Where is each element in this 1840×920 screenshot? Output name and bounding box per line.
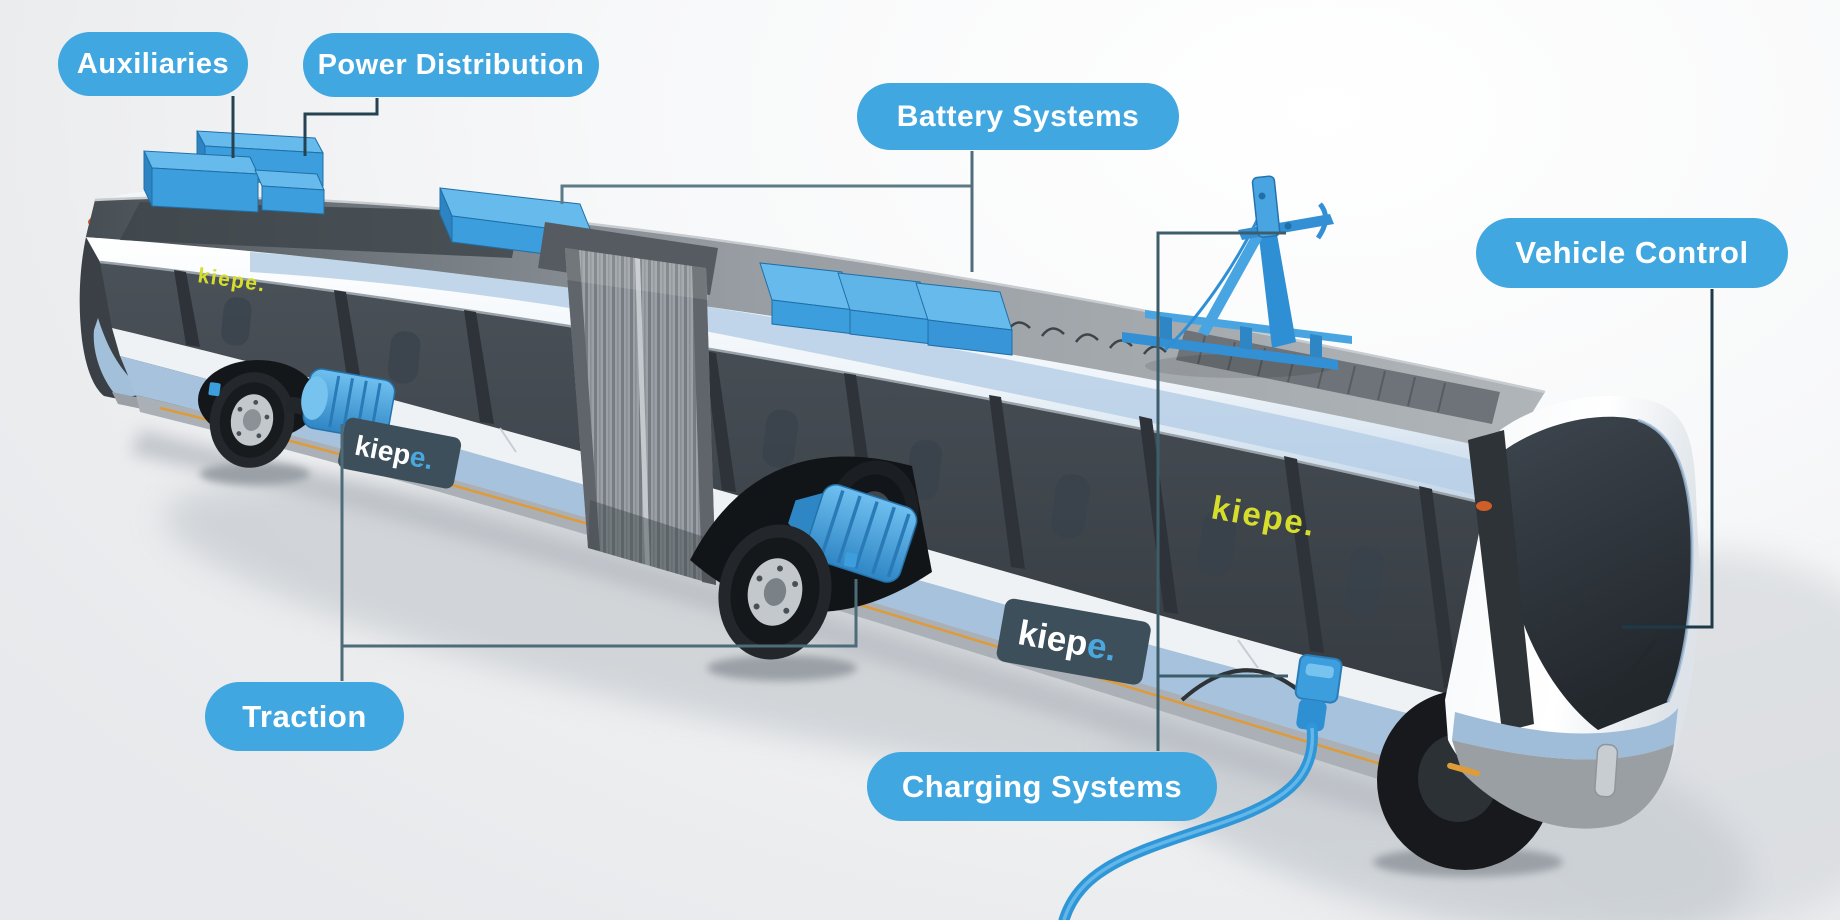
kiepe-badge-rear: kiepe. xyxy=(338,417,462,489)
sill-band xyxy=(136,395,1448,800)
wheelchair-badges xyxy=(208,382,858,568)
connector-power-distribution xyxy=(303,98,379,156)
wiper xyxy=(1590,638,1658,724)
pantograph xyxy=(1122,175,1352,378)
rear-wheel xyxy=(209,372,295,468)
roof-rear-inset xyxy=(120,202,520,258)
articulation-bellows xyxy=(538,222,718,585)
bus-body: kiepe. kiepe. kiepe. kiepe. xyxy=(79,130,1699,920)
kiepe-badge-front: kiepe. xyxy=(996,598,1151,685)
callout-vehicle-control: Vehicle Control xyxy=(1476,218,1788,288)
connector-battery-systems xyxy=(560,184,972,204)
middle-traction-motor xyxy=(788,484,918,583)
callout-power-distribution: Power Distribution xyxy=(303,33,599,97)
window-seat-silhouettes xyxy=(221,297,1384,616)
charging-socket xyxy=(1058,654,1343,920)
connector-traction-branch xyxy=(342,579,858,648)
front-bumper xyxy=(1452,740,1674,829)
auxiliaries-equipment-boxes xyxy=(143,130,325,215)
callout-charging-systems: Charging Systems xyxy=(867,752,1217,821)
callout-auxiliaries: Auxiliaries xyxy=(58,32,248,96)
connector-vehicle-control xyxy=(1622,289,1714,629)
middle-axle xyxy=(690,456,932,660)
callout-connectors xyxy=(231,96,1714,751)
roof-deck xyxy=(86,197,1545,452)
sky-reflection xyxy=(250,252,1502,500)
connector-charging-systems xyxy=(1156,231,1286,751)
nose-blue-stripe xyxy=(1452,708,1678,760)
front-nose xyxy=(1445,395,1699,829)
middle-outer-wheel xyxy=(718,524,832,660)
rear-axle xyxy=(198,360,396,468)
callout-battery-systems: Battery Systems xyxy=(857,83,1179,150)
upper-body-band xyxy=(86,237,1508,505)
badge-text-accent: e. xyxy=(407,440,436,475)
badge-text-accent: e. xyxy=(1084,625,1120,668)
callout-traction: Traction xyxy=(205,682,404,751)
battery-boxes-rear-section xyxy=(759,262,1013,356)
